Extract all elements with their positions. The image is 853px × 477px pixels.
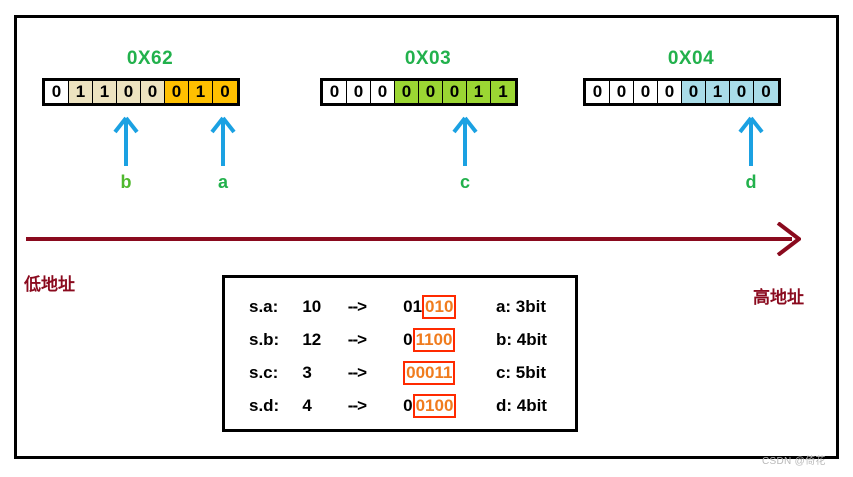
pointer-label-a: a	[217, 172, 228, 192]
bit-cell: 0	[213, 81, 237, 103]
legend-bits-highlight: 1100	[412, 327, 456, 352]
legend-field-name: s.a:	[249, 296, 279, 316]
bit-cell: 1	[706, 81, 730, 103]
bit-cell: 0	[419, 81, 443, 103]
bit-cell: 1	[189, 81, 213, 103]
bit-cell: 1	[93, 81, 117, 103]
legend-field-value: 12	[302, 329, 322, 349]
legend-field-name: s.c:	[249, 362, 279, 382]
byte-hex-label-0: 0X62	[126, 48, 174, 69]
bit-cell: 0	[323, 81, 347, 103]
byte-cells-0: 0 1 1 0 0 0 1 0	[42, 78, 240, 106]
bit-cell: 0	[586, 81, 610, 103]
legend-field-value: 4	[302, 395, 312, 415]
bit-cell: 0	[443, 81, 467, 103]
legend-field-value: 3	[302, 362, 312, 382]
legend-arrow-glyph: -->	[347, 362, 367, 382]
bit-cell: 0	[634, 81, 658, 103]
legend-field-size: c: 5bit	[495, 362, 547, 382]
pointer-label-d: d	[745, 172, 757, 192]
legend-bits-highlight: 010	[422, 294, 457, 319]
bit-cell: 0	[347, 81, 371, 103]
legend-field-size: a: 3bit	[495, 296, 547, 316]
bit-cell: 1	[491, 81, 515, 103]
up-arrow-icon	[113, 116, 139, 166]
bit-cell: 0	[658, 81, 682, 103]
legend-bits-plain: 0	[403, 395, 413, 415]
bit-cell: 0	[141, 81, 165, 103]
bit-cell: 0	[395, 81, 419, 103]
legend-bits-plain: 01	[403, 296, 423, 316]
pointer-label-b: b	[120, 172, 132, 192]
legend-field-name: s.b:	[249, 329, 280, 349]
legend-bits-highlight: 0100	[412, 393, 457, 418]
bit-cell: 0	[117, 81, 141, 103]
byte-hex-label-1: 0X03	[404, 48, 452, 69]
legend-arrow-glyph: -->	[347, 296, 367, 316]
bit-cell: 0	[730, 81, 754, 103]
pointer-arrow-b: b	[113, 116, 139, 192]
pointer-arrow-c: c	[452, 116, 478, 192]
legend-field-value: 10	[302, 296, 322, 316]
high-address-label: 高地址	[753, 288, 804, 308]
bit-cell: 1	[69, 81, 93, 103]
legend-bits-plain: 0	[403, 329, 413, 349]
byte-hex-label-2: 0X04	[667, 48, 715, 69]
bit-cell: 0	[682, 81, 706, 103]
up-arrow-icon	[738, 116, 764, 166]
bit-cell: 0	[165, 81, 189, 103]
bit-cell: 0	[610, 81, 634, 103]
pointer-label-c: c	[459, 172, 470, 192]
byte-cells-1: 0 0 0 0 0 0 1 1	[320, 78, 518, 106]
bit-cell: 0	[45, 81, 69, 103]
legend-field-name: s.d:	[249, 395, 280, 415]
legend-field-size: d: 4bit	[495, 395, 547, 415]
legend-arrow-glyph: -->	[347, 395, 367, 415]
pointer-arrow-d: d	[738, 116, 764, 192]
legend-field-size: b: 4bit	[495, 329, 547, 349]
bit-cell: 0	[371, 81, 395, 103]
legend-arrow-glyph: -->	[347, 329, 367, 349]
up-arrow-icon	[452, 116, 478, 166]
low-address-label: 低地址	[24, 275, 75, 295]
pointer-arrow-a: a	[210, 116, 236, 192]
legend-row: s.c: 3 --> 00011 c: 5bit	[225, 356, 575, 389]
bit-cell: 0	[754, 81, 778, 103]
address-axis	[26, 221, 803, 257]
up-arrow-icon	[210, 116, 236, 166]
bit-cell: 1	[467, 81, 491, 103]
right-arrow-icon	[26, 221, 803, 257]
legend-bits-highlight: 00011	[403, 360, 456, 385]
legend-bits: 00011	[403, 360, 496, 385]
watermark: CSDN @倚花	[762, 456, 826, 467]
byte-cells-2: 0 0 0 0 0 1 0 0	[583, 78, 781, 106]
